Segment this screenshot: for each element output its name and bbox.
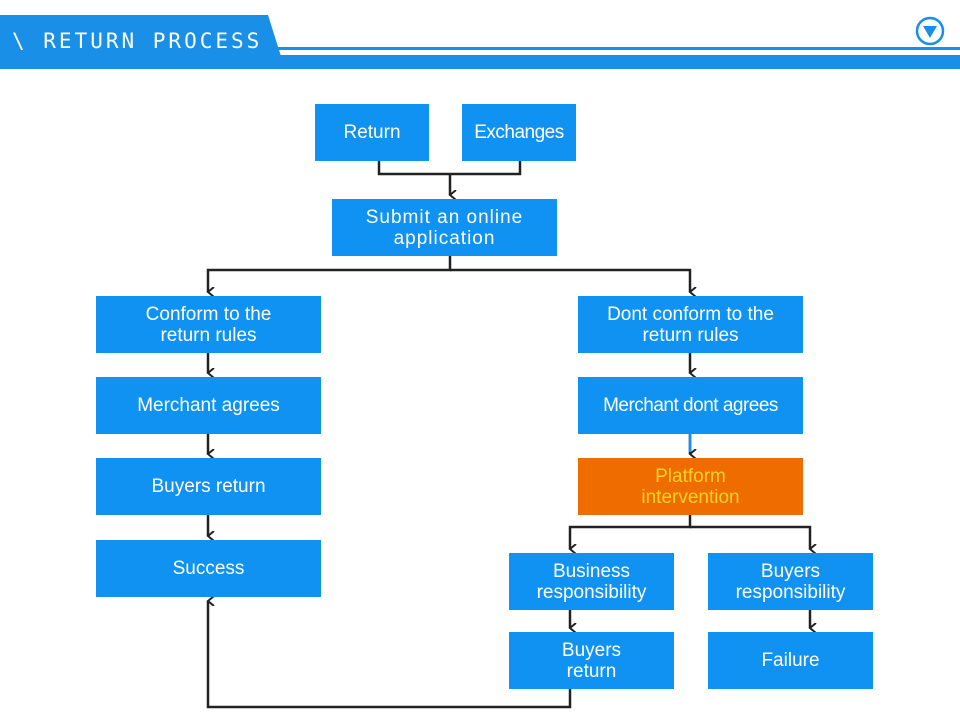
node-label: Buyers return [151,476,266,497]
node-label: Submit an online application [365,206,524,249]
node-label: Business responsibility [536,560,647,603]
node-label: Platform intervention [641,465,740,508]
dropdown-triangle-icon[interactable] [915,16,945,46]
node-merchant-dont-agrees: Merchant dont agrees [578,377,803,434]
node-label: Failure [761,650,820,671]
node-label: Buyers responsibility [735,560,846,603]
node-return: Return [315,104,429,161]
node-label: Success [172,558,245,579]
node-platform-intervention: Platform intervention [578,458,803,515]
node-failure: Failure [708,632,873,689]
connector-platform-split [570,515,692,549]
header-tab [0,15,285,69]
connector-submit-right [450,268,690,292]
connector-buyers-success-loop [208,601,572,709]
node-buyers-return-left: Buyers return [96,458,321,515]
node-label: Merchant dont agrees [603,395,778,416]
node-buyers-responsibility: Buyers responsibility [708,553,873,610]
node-label: Conform to the return rules [145,303,272,346]
connector-platform-right [690,525,810,549]
node-label: Buyers return [561,639,622,682]
connector-submit-split [208,255,452,292]
node-merchant-agrees: Merchant agrees [96,377,321,434]
node-label: Exchanges [474,122,564,143]
node-label: Merchant agrees [137,395,280,416]
header-rule [270,47,960,50]
node-label: Return [343,122,401,143]
node-business-responsibility: Business responsibility [509,553,674,610]
node-submit-application: Submit an online application [332,199,557,256]
page-title: \ RETURN PROCESS [12,29,263,53]
node-buyers-return-right: Buyers return [509,632,674,689]
node-label: Dont conform to the return rules [607,303,774,346]
node-exchanges: Exchanges [462,104,576,161]
node-conform-rules: Conform to the return rules [96,296,321,353]
node-dont-conform-rules: Dont conform to the return rules [578,296,803,353]
connector-return-submit [377,160,522,176]
node-success: Success [96,540,321,597]
